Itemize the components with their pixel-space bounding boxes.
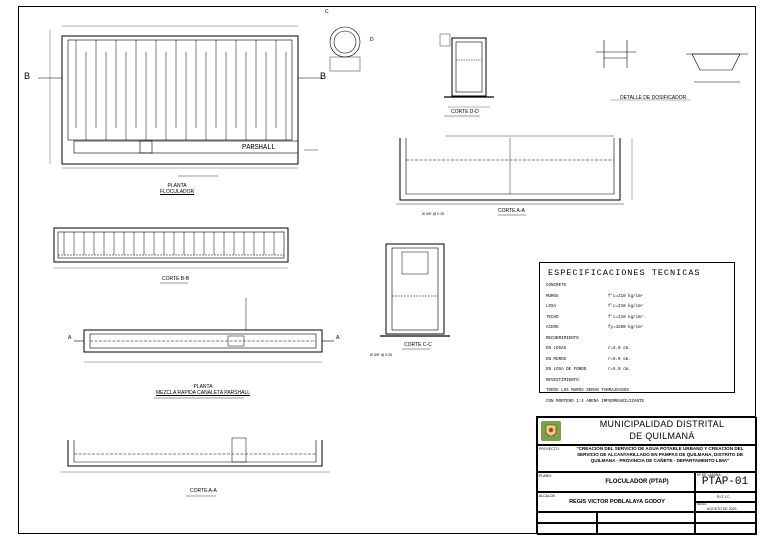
project-label: PROYECTO: xyxy=(539,447,560,451)
plano-value: FLOCULADOR (PTAP) xyxy=(605,479,669,485)
corte-bb-section xyxy=(53,227,289,284)
lamina-cell xyxy=(695,472,757,492)
planta-mezcla-rapida-plan xyxy=(74,298,334,399)
parshall-label: PARSHALL xyxy=(242,144,276,152)
revisado-cell xyxy=(695,492,757,502)
municipality-seal-icon xyxy=(541,421,561,441)
footer-cell xyxy=(695,512,757,523)
section-b-left-marker: B xyxy=(24,71,31,81)
corte-dd-title: CORTE D-D xyxy=(451,109,479,115)
corte-cc-section xyxy=(380,243,450,350)
drawing-sheet xyxy=(18,6,756,534)
spec-note: CON MORTERO 1:4 ARENA IMPERMEABILIZANTE xyxy=(546,399,645,404)
planta-floculador-plan xyxy=(38,25,361,177)
lamina-value: PTAP-01 xyxy=(701,476,749,488)
plano-label: PLANO: xyxy=(539,474,552,478)
section-c-marker: C xyxy=(325,9,329,15)
corte-dd-section xyxy=(439,33,494,117)
dosificador-detail xyxy=(596,40,748,101)
corte-aa-top-title: CORTE A-A xyxy=(498,208,525,214)
title-block: MUNICIPALIDAD DISTRITAL DE QUILMANÁ PROY… xyxy=(536,416,757,535)
fecha-value: AGOSTO DE 2023 xyxy=(707,507,737,511)
spec-note: TODOS LOS MUROS SERAN TARRAJEADOS xyxy=(546,389,629,394)
corte-bb-title: CORTE B-B xyxy=(162,276,190,282)
corte-aa-bottom-section xyxy=(60,437,330,497)
revisado-value: R.G.Y.C xyxy=(717,495,730,499)
specs-title: ESPECIFICACIONES TECNICAS xyxy=(548,268,701,278)
title-block-header xyxy=(537,417,757,445)
planta-mezcla-title: PLANTA MEZCLA RAPIDA CANALETA PARSHALL xyxy=(156,384,251,396)
section-b-right-marker: B xyxy=(320,71,327,81)
detalle-dosificador-title: DETALLE DE DOSIFICADOR xyxy=(620,95,687,101)
specs-recubrimiento-heading: RECUBRIMIENTO xyxy=(546,336,579,341)
footer-cell xyxy=(597,512,695,523)
footer-cell xyxy=(537,523,597,535)
lamina-label: Nº DE LAMINA: xyxy=(697,473,722,477)
fecha-cell xyxy=(695,502,757,512)
section-d-marker: D xyxy=(370,37,374,43)
footer-cell xyxy=(695,523,757,535)
corte-aa-top-section xyxy=(396,135,633,216)
plano-cell xyxy=(537,472,695,492)
acero-cc-note: Ø 3/8" @ 0.25 xyxy=(370,353,393,357)
municipality-name-line2: DE QUILMANÁ xyxy=(629,431,695,441)
specifications-box: ESPECIFICACIONES TECNICAS CONCRETO MUROS… xyxy=(539,262,735,404)
alcalde-value: REGIS VICTOR POBLALAYA GODOY xyxy=(569,499,665,505)
section-a-right-marker: A xyxy=(336,335,340,341)
project-cell xyxy=(537,445,757,472)
specs-concreto-heading: CONCRETO xyxy=(546,284,567,289)
footer-cell xyxy=(537,512,597,523)
corte-cc-title: CORTE C-C xyxy=(404,342,432,348)
section-a-left-marker: A xyxy=(68,335,72,341)
footer-cell xyxy=(597,523,695,535)
fecha-label: FECHA: xyxy=(697,503,707,506)
planta-floculador-title: PLANTA FLOCULADOR xyxy=(160,183,195,195)
alcalde-label: ALCALDE: xyxy=(539,494,556,498)
specs-revestimiento-heading: REVESTIMIENTO xyxy=(546,378,579,383)
acero-aa-note: Ø 3/8" @ 0.25 xyxy=(422,212,445,216)
municipality-name-line1: MUNICIPALIDAD DISTRITAL xyxy=(599,419,725,429)
project-description: "CREACION DEL SERVICIO DE AGUA POTABLE U… xyxy=(576,446,744,463)
alcalde-cell xyxy=(537,492,695,512)
corte-aa-bottom-title: CORTE A-A xyxy=(190,488,217,494)
